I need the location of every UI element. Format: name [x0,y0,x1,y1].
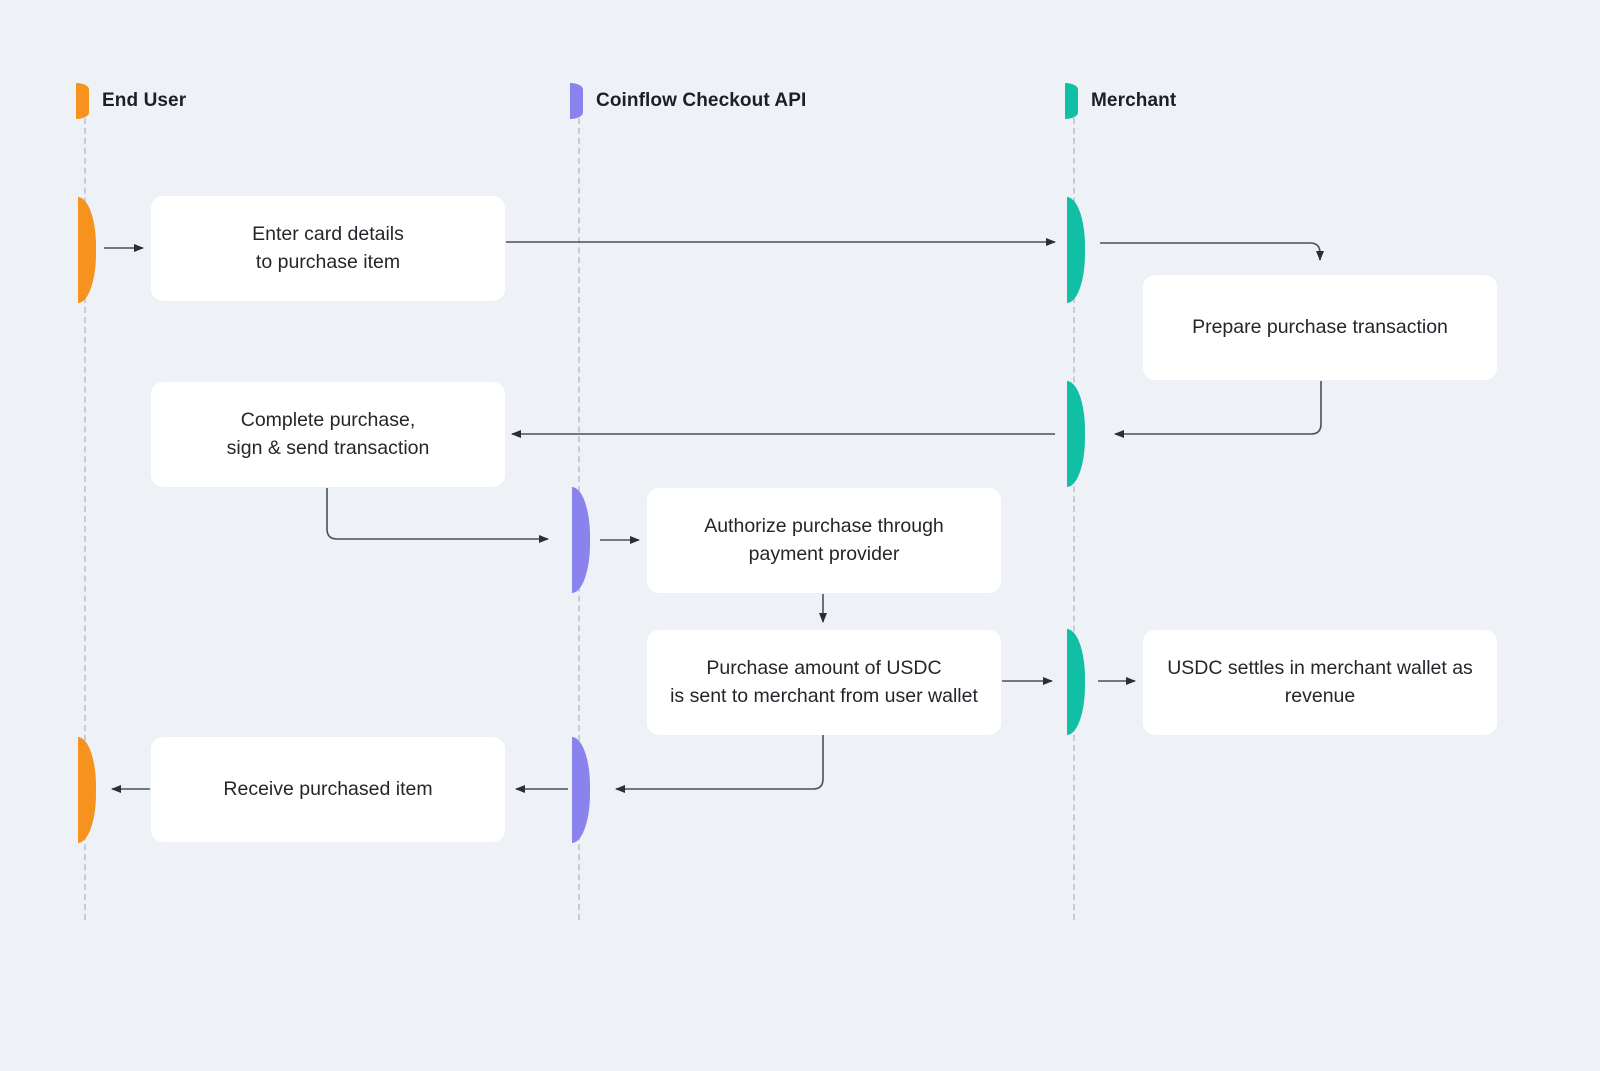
activation-coinflow-1 [572,487,590,593]
activation-end-user-2 [78,737,96,843]
actor-merchant[interactable]: Merchant [1065,83,1176,119]
actor-marker-merchant [1065,83,1078,119]
connector-prepare-to-merchant [1114,381,1322,438]
actor-marker-end-user [76,83,89,119]
activation-merchant-1 [1067,197,1085,303]
actor-end-user[interactable]: End User [76,83,186,119]
connector-completepurchase-to-coinflow [326,488,549,543]
actor-marker-coinflow-checkout-api [570,83,583,119]
message-text-complete-purchase: Complete purchase,sign & send transactio… [226,408,430,459]
actor-label-coinflow-checkout-api: Coinflow Checkout API [596,90,807,111]
lifeline-end-user [84,108,86,920]
actor-label-end-user: End User [102,90,187,111]
actor-coinflow-checkout-api[interactable]: Coinflow Checkout API [570,83,806,119]
actor-label-merchant: Merchant [1091,90,1177,111]
activation-coinflow-2 [572,737,590,843]
message-text-receive-purchased-item: Receive purchased item [223,777,433,800]
activation-end-user-1 [78,197,96,303]
activation-merchant-3 [1067,629,1085,735]
activation-merchant-2 [1067,381,1085,487]
connector-merchant-to-prepare [1100,242,1324,261]
message-box-complete-purchase[interactable]: Complete purchase,sign & send transactio… [151,382,505,487]
message-box-prepare-purchase-transaction[interactable]: Prepare purchase transaction [1143,275,1497,380]
connector-usdc-to-coinflow [615,735,824,793]
message-box-receive-purchased-item[interactable]: Receive purchased item [151,737,505,842]
lifeline-merchant [1073,108,1075,920]
message-text-prepare-purchase-transaction: Prepare purchase transaction [1192,315,1448,338]
